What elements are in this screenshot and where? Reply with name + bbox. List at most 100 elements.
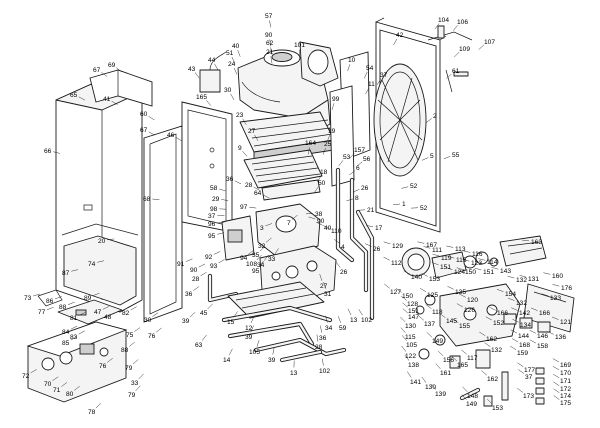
part-label-158: 158 — [537, 343, 548, 350]
leader-line — [530, 307, 538, 311]
part-label-44: 44 — [208, 57, 216, 64]
leader-line — [393, 203, 401, 205]
part-label-13: 13 — [290, 370, 298, 377]
part-label-145: 145 — [446, 318, 457, 325]
leader-line — [30, 369, 37, 374]
part-label-116: 116 — [472, 251, 483, 258]
part-label-43: 43 — [188, 66, 196, 73]
fan-unit — [299, 41, 339, 87]
part-label-175: 175 — [560, 400, 571, 407]
part-label-152: 152 — [493, 320, 504, 327]
leader-line — [479, 331, 486, 336]
leader-line — [518, 369, 525, 374]
part-label-141: 141 — [410, 379, 421, 386]
part-label-95: 95 — [252, 268, 260, 275]
leader-line — [233, 311, 238, 318]
part-label-170: 170 — [560, 370, 571, 377]
part-label-177: 177 — [524, 367, 535, 374]
part-label-83: 83 — [70, 334, 78, 341]
leader-line — [553, 381, 560, 386]
leader-line — [102, 306, 110, 310]
leader-line — [265, 237, 272, 243]
leader-line — [462, 386, 468, 393]
leader-line — [401, 345, 407, 352]
front-casing-panel — [55, 81, 143, 313]
leader-line — [347, 64, 351, 71]
leader-line — [552, 366, 560, 371]
part-label-33: 33 — [268, 256, 276, 263]
part-label-51: 51 — [226, 50, 234, 57]
part-label-32: 32 — [258, 243, 266, 250]
part-label-137: 137 — [424, 321, 435, 328]
burner-manifold — [261, 179, 321, 201]
heat-exchanger — [239, 111, 335, 163]
part-label-101: 101 — [294, 42, 305, 49]
part-label-88: 88 — [59, 304, 67, 311]
part-label-115: 115 — [456, 257, 467, 264]
part-label-28: 28 — [192, 276, 200, 283]
part-label-2: 2 — [433, 113, 437, 120]
leader-line — [67, 301, 75, 305]
part-label-151: 151 — [483, 269, 494, 276]
part-label-65: 65 — [70, 92, 78, 99]
part-label-122: 122 — [405, 353, 416, 360]
leader-line — [152, 312, 159, 317]
leader-line — [507, 297, 515, 301]
part-label-86: 86 — [46, 298, 54, 305]
pump-head — [431, 251, 499, 279]
part-label-119: 119 — [441, 255, 452, 262]
part-label-131: 131 — [528, 276, 539, 283]
leader-line — [400, 316, 406, 323]
leader-line — [365, 243, 372, 247]
part-label-79: 79 — [128, 392, 136, 399]
part-label-107: 107 — [484, 39, 495, 46]
part-label-28: 28 — [245, 182, 253, 189]
leader-line — [135, 385, 141, 391]
part-label-60: 60 — [140, 111, 148, 118]
part-label-135: 135 — [455, 289, 466, 296]
part-label-95: 95 — [208, 233, 216, 240]
leader-line — [517, 362, 524, 367]
leader-line — [459, 293, 466, 298]
leader-line — [356, 161, 363, 167]
part-label-123: 123 — [471, 260, 482, 267]
part-label-38: 38 — [315, 211, 323, 218]
leader-line — [320, 325, 322, 333]
leader-line — [529, 339, 537, 344]
leader-line — [522, 239, 530, 242]
part-label-111: 111 — [432, 247, 442, 254]
part-label-165: 165 — [457, 362, 468, 369]
part-label-25: 25 — [324, 141, 332, 148]
part-label-9: 9 — [238, 145, 242, 152]
leader-line — [78, 312, 86, 316]
leader-line — [269, 20, 271, 28]
plate-heat-exchanger — [499, 235, 547, 267]
part-label-62: 62 — [266, 40, 274, 47]
part-label-169: 169 — [560, 362, 571, 369]
part-label-52: 52 — [420, 205, 428, 212]
part-label-84: 84 — [62, 329, 70, 336]
part-label-61: 61 — [452, 68, 460, 75]
leader-line — [349, 153, 355, 159]
leader-line — [74, 385, 80, 391]
leader-line — [452, 25, 458, 31]
part-label-87: 87 — [62, 270, 70, 277]
leader-line — [349, 170, 355, 176]
leader-line — [338, 316, 341, 323]
connection-pipes — [221, 305, 347, 363]
part-label-36: 36 — [319, 335, 327, 342]
leader-line — [478, 258, 486, 261]
part-label-26: 26 — [340, 269, 348, 276]
leader-line — [401, 295, 407, 301]
leader-line — [447, 286, 454, 290]
leader-line — [229, 348, 233, 356]
part-label-72: 72 — [22, 373, 30, 380]
part-label-166: 166 — [497, 310, 508, 317]
leader-line — [265, 223, 273, 227]
part-label-80: 80 — [66, 391, 74, 398]
part-label-90: 90 — [265, 32, 273, 39]
part-label-42: 42 — [396, 32, 404, 39]
leader-line — [71, 269, 79, 272]
part-label-15: 15 — [227, 319, 235, 326]
part-label-35: 35 — [252, 252, 260, 259]
